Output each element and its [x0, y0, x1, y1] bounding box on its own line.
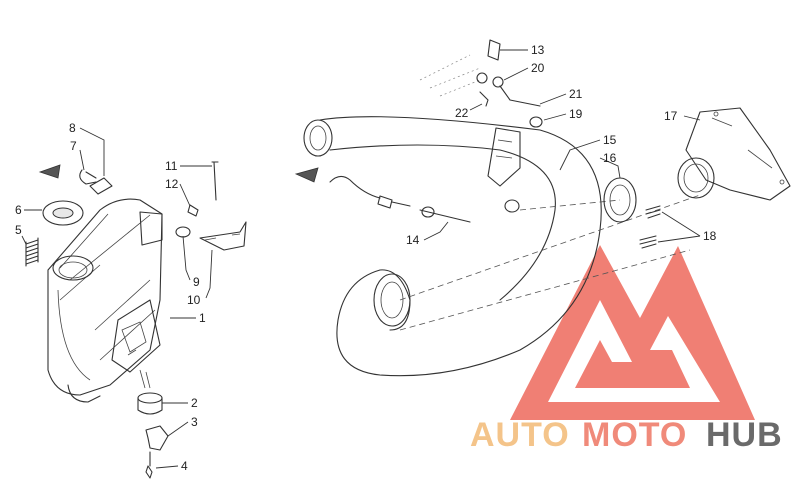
part-22-bolt — [479, 91, 489, 107]
callout-10: 10 — [187, 293, 201, 307]
part-2-grommet — [137, 392, 163, 415]
callout-18: 18 — [703, 229, 717, 243]
part-9-bushing — [175, 226, 191, 238]
parts-9-12-hardware — [175, 161, 247, 251]
part-20-washer — [476, 72, 488, 84]
watermark-triangle-mark — [510, 245, 755, 420]
watermark-logo: AUTO MOTO HUB — [470, 245, 783, 454]
callout-5: 5 — [15, 223, 22, 237]
part-13-bracket — [487, 39, 501, 61]
manifold-outlet — [677, 157, 715, 199]
callout-3: 3 — [191, 415, 198, 429]
part-17-manifold — [677, 107, 791, 201]
part-6-washer — [42, 200, 84, 226]
part-12-nut — [187, 204, 199, 217]
callout-7: 7 — [70, 139, 77, 153]
part-19-nut — [529, 116, 543, 128]
muffler-assembly — [38, 164, 163, 403]
expansion-chamber — [319, 116, 602, 377]
part-4-bolt — [145, 451, 153, 479]
part-3-bracket — [145, 425, 169, 451]
chamber-outlet — [373, 273, 411, 327]
part-5-spring — [25, 237, 39, 267]
chamber-inlet — [303, 119, 333, 157]
part-18-springs — [639, 205, 661, 249]
callout-20: 20 — [531, 61, 545, 75]
watermark-word-moto: MOTO — [582, 416, 687, 454]
callout-2: 2 — [191, 396, 198, 410]
muffler-body — [47, 198, 163, 396]
watermark-word-hub: HUB — [706, 416, 783, 454]
callout-12: 12 — [165, 177, 179, 191]
callout-1: 1 — [199, 311, 206, 325]
callout-8: 8 — [69, 121, 76, 135]
callout-16: 16 — [603, 151, 617, 165]
sensor-port — [504, 199, 520, 213]
muffler-bracket — [111, 299, 161, 373]
callout-4: 4 — [181, 459, 188, 473]
part-21-bolt — [499, 85, 541, 107]
callout-13: 13 — [531, 43, 545, 57]
callout-6: 6 — [15, 203, 22, 217]
part-8-retainer — [89, 177, 113, 195]
parts-13-19-22-hardware — [476, 39, 543, 128]
callout-9: 9 — [193, 275, 200, 289]
leader-lines — [21, 49, 701, 469]
part-14-sensor — [329, 175, 471, 223]
callout-22: 22 — [455, 106, 469, 120]
part-10-mount-bracket — [199, 221, 247, 251]
callout-21: 21 — [569, 87, 583, 101]
part-7-clip — [79, 169, 97, 185]
callout-labels: 1 2 3 4 5 6 7 8 9 10 11 12 13 14 15 16 1… — [15, 43, 717, 473]
callout-17: 17 — [664, 109, 678, 123]
chamber-bracket — [487, 127, 521, 187]
callout-14: 14 — [406, 233, 420, 247]
callout-15: 15 — [603, 133, 617, 147]
exhaust-pipe-assembly — [294, 116, 602, 377]
view-arrow-right — [294, 167, 319, 183]
watermark-word-auto: AUTO — [470, 416, 570, 454]
centerlines — [399, 54, 701, 331]
part-11-cable — [211, 161, 219, 201]
callout-11: 11 — [165, 159, 178, 173]
muffler-inlet — [52, 255, 94, 281]
view-arrow-left — [38, 164, 61, 179]
callout-19: 19 — [569, 107, 583, 121]
